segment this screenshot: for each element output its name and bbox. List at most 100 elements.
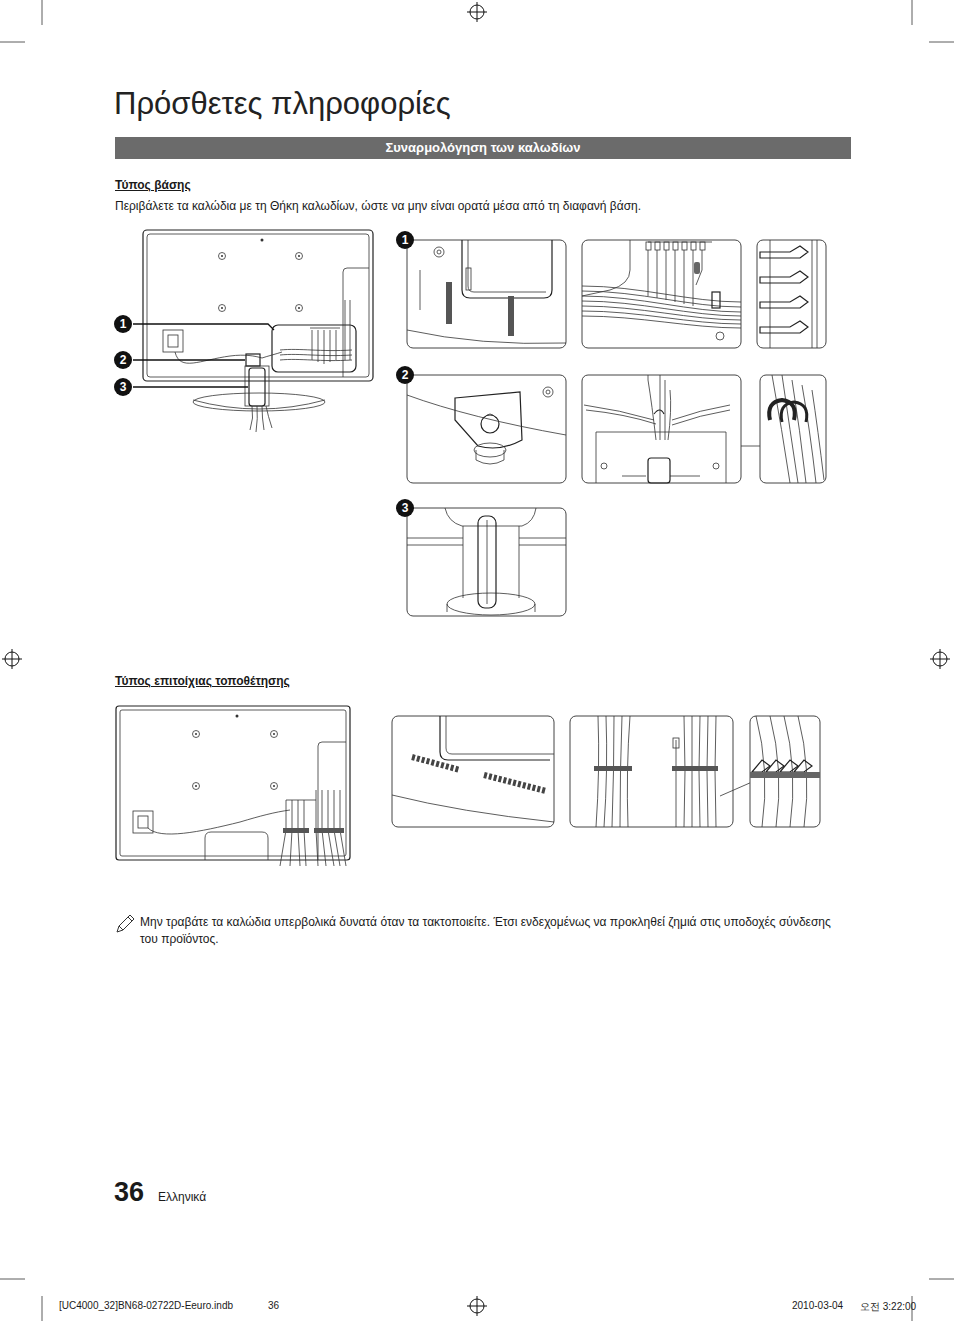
detail-panel <box>760 246 808 333</box>
detail-panel <box>582 240 741 348</box>
detail-panel <box>760 321 808 333</box>
detail-panel <box>670 476 700 477</box>
instruction-text: Περιβάλετε τα καλώδια με τη Θήκη καλωδίω… <box>115 199 875 213</box>
detail-panel <box>612 716 614 827</box>
detail-panel <box>437 250 441 254</box>
tv-back-stand <box>310 328 340 329</box>
detail-panel <box>622 476 646 477</box>
tv-back-stand <box>219 253 226 260</box>
detail-panel <box>455 392 522 448</box>
detail-panel <box>582 240 630 296</box>
detail-panel <box>646 242 651 250</box>
detail-panel <box>407 508 566 616</box>
tv-back-stand <box>261 239 264 242</box>
registration-mark <box>940 649 941 669</box>
tv-back-stand <box>143 230 373 432</box>
detail-panel <box>782 375 798 483</box>
detail-panel <box>601 463 607 469</box>
detail-panel <box>407 508 566 616</box>
callout-digit: 3 <box>396 499 414 517</box>
detail-panel <box>672 405 730 420</box>
callout-number: 2 <box>114 351 132 369</box>
detail-panel <box>447 593 535 615</box>
tv-back-wall <box>138 816 148 828</box>
tv-back-stand <box>246 354 260 366</box>
footer-date: 2010-03-04 <box>792 1300 843 1311</box>
detail-panel <box>584 405 654 420</box>
crop-mark <box>929 1279 954 1280</box>
language-label: Ελληνικά <box>158 1190 206 1204</box>
detail-panel <box>648 458 670 483</box>
detail-panel <box>543 387 553 397</box>
detail-panel <box>772 375 824 483</box>
tv-back-stand <box>298 255 300 257</box>
detail-panel <box>407 395 566 435</box>
tv-back-wall <box>283 828 309 833</box>
callout-digit: 2 <box>114 351 132 369</box>
detail-panel <box>596 432 726 483</box>
tv-back-stand <box>175 300 352 364</box>
tv-back-stand <box>266 406 272 428</box>
detail-panel <box>668 390 671 440</box>
detail-panel <box>596 716 716 827</box>
detail-panel <box>770 240 817 348</box>
leader-line <box>133 324 274 330</box>
detail-panel <box>407 330 566 343</box>
detail-panel <box>407 508 566 615</box>
note-icon <box>119 926 123 930</box>
detail-panel <box>466 268 471 290</box>
footer-time: 오전 3:22:00 <box>860 1300 916 1314</box>
detail-panel <box>682 242 687 250</box>
tv-back-stand <box>193 393 325 411</box>
tv-back-wall <box>205 832 268 860</box>
detail-panel <box>392 716 554 827</box>
detail-panel <box>741 446 760 447</box>
detail-panel <box>462 240 552 298</box>
detail-panel <box>770 240 771 348</box>
tv-back-stand <box>280 349 352 350</box>
leader-line <box>133 324 274 387</box>
note-icon <box>128 917 132 921</box>
tv-back-stand <box>330 330 331 362</box>
detail-panel <box>676 740 677 827</box>
tv-back-stand <box>219 305 226 312</box>
detail-panel <box>604 716 607 827</box>
detail-panel <box>715 716 716 827</box>
detail-panel <box>666 250 667 300</box>
note-text: Μην τραβάτε τα καλώδια υπερβολικά δυνατά… <box>140 914 840 948</box>
detail-panel <box>794 760 812 772</box>
leader-line <box>133 386 248 387</box>
tv-back-wall <box>271 783 278 790</box>
detail-panel <box>407 538 566 539</box>
note-icon <box>117 915 134 932</box>
crop-mark <box>912 0 913 25</box>
tv-back-stand <box>296 253 303 260</box>
detail-panel <box>582 375 760 483</box>
detail-panel <box>712 292 720 308</box>
detail-panel <box>392 795 554 822</box>
detail-panel <box>700 242 705 250</box>
detail-panel <box>445 508 536 526</box>
detail-panel <box>487 520 488 604</box>
detail-panel <box>420 270 421 310</box>
detail-panel <box>760 271 808 283</box>
detail-panel <box>655 242 660 250</box>
detail-panel <box>750 772 820 778</box>
detail-panel <box>781 402 807 422</box>
detail-panel <box>654 410 664 414</box>
subheading: Τύπος βάσης <box>115 178 191 192</box>
subheading: Τύπος επιτοίχιας τοποθέτησης <box>115 674 290 688</box>
tv-back-stand <box>312 330 313 360</box>
detail-panel <box>648 250 649 296</box>
page-number: 36 <box>114 1177 144 1208</box>
registration-mark <box>477 2 478 22</box>
tv-back-stand <box>250 406 272 432</box>
tv-back-stand <box>245 366 269 406</box>
detail-panel <box>664 242 669 250</box>
detail-panel <box>392 716 554 827</box>
detail-panel <box>440 716 550 760</box>
detail-panel <box>660 375 661 440</box>
detail-panel <box>584 375 730 483</box>
detail-panel <box>582 286 741 302</box>
detail-panel <box>484 414 496 418</box>
